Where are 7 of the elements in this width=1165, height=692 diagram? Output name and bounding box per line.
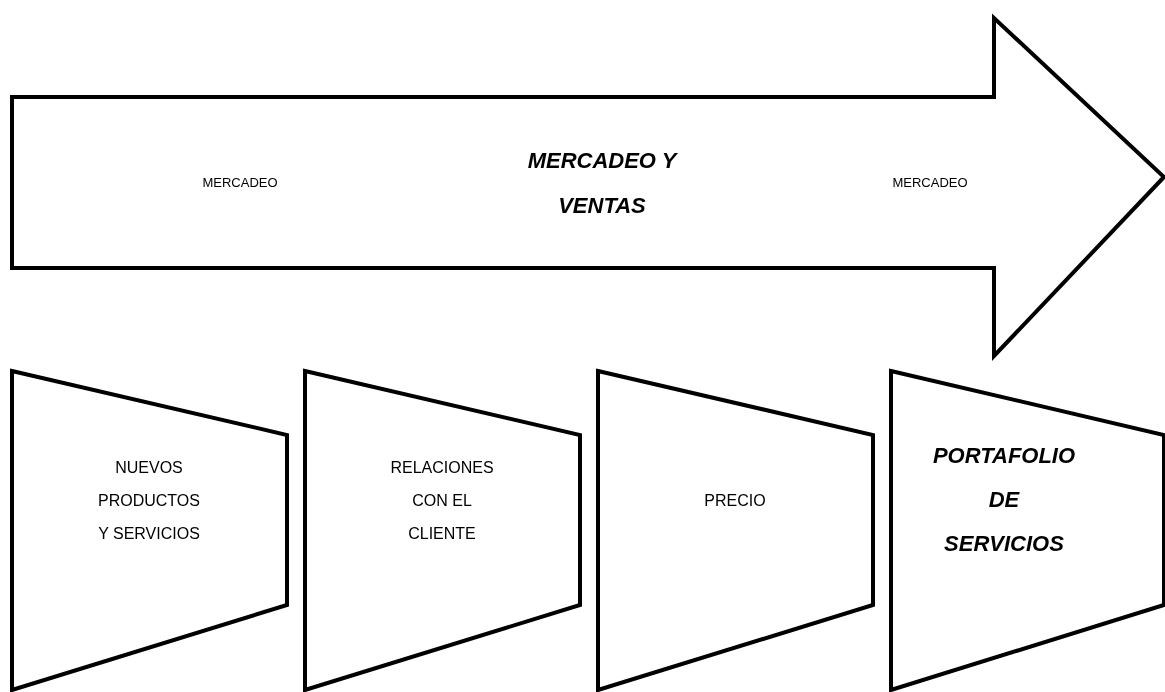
label-text: PRECIO — [703, 490, 767, 511]
label-text: PORTAFOLIO DE SERVICIOS — [931, 442, 1077, 558]
label-text: MERCADEO — [201, 174, 279, 192]
label-text: RELACIONES CON EL CLIENTE — [389, 457, 495, 544]
label-text: MERCADEO Y VENTAS — [527, 147, 677, 220]
label-text: NUEVOS PRODUCTOS Y SERVICIOS — [97, 457, 201, 544]
label-text: MERCADEO — [891, 174, 969, 192]
